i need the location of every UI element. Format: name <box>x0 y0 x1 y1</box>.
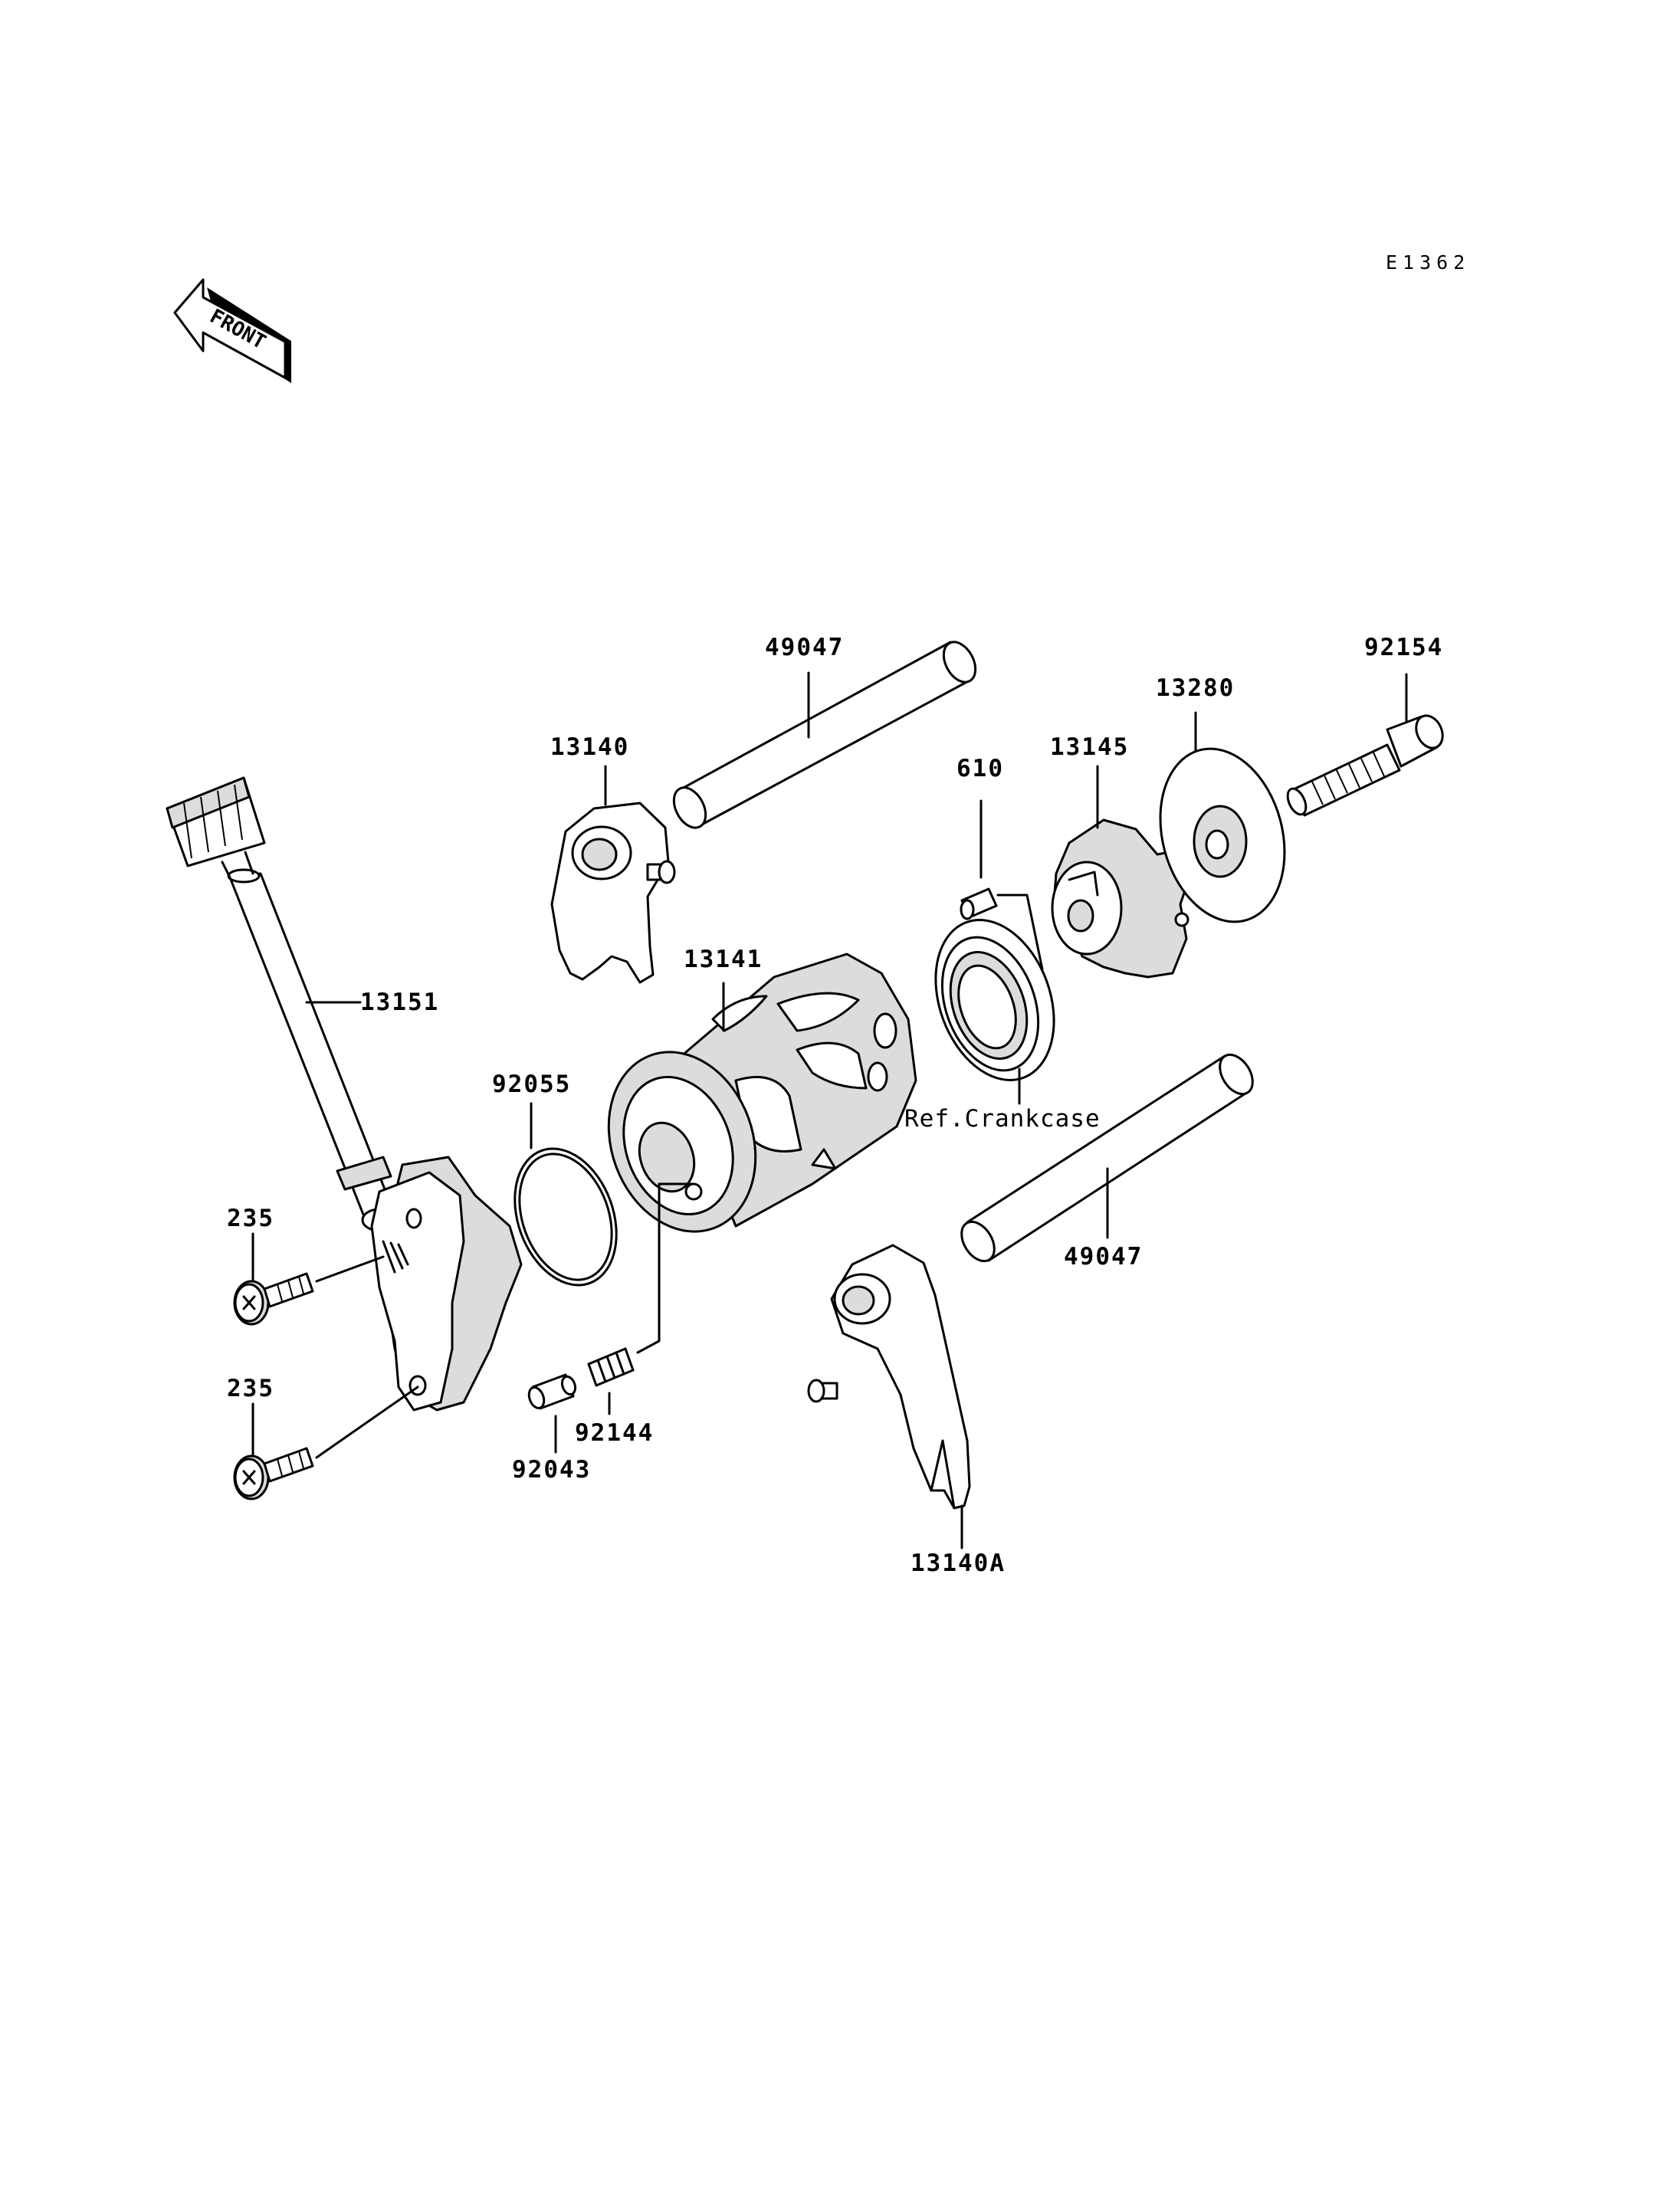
ref-crankcase-label: Ref.Crankcase <box>904 1105 1101 1133</box>
gear-position-sensor <box>166 776 523 1412</box>
label-fork-upper: 13140 <box>550 733 629 761</box>
label-rod-lower: 49047 <box>1064 1243 1143 1271</box>
crankcase-bearing <box>934 919 1055 1081</box>
label-pin: 610 <box>956 755 1004 782</box>
label-pin-small: 92043 <box>512 1456 591 1484</box>
shift-drum <box>607 953 917 1233</box>
shift-fork-upper <box>550 802 676 984</box>
label-rod-upper: 49047 <box>765 634 844 661</box>
label-bolt-main: 92154 <box>1364 634 1443 661</box>
shift-drum-cam <box>1051 818 1191 979</box>
o-ring <box>514 1147 618 1287</box>
shaft-rod-upper <box>672 641 977 829</box>
screw-lower <box>233 1447 314 1500</box>
label-fork-lower: 13140A <box>911 1549 1006 1577</box>
detent-pin <box>527 1373 577 1410</box>
label-spring: 92144 <box>575 1419 654 1447</box>
label-drum: 13141 <box>684 946 763 973</box>
diagram-code: E1362 <box>1386 251 1470 274</box>
screw-upper <box>233 1272 314 1326</box>
label-screw-upper: 235 <box>227 1205 274 1232</box>
label-oring: 92055 <box>492 1071 571 1098</box>
bolt-main <box>1286 714 1444 817</box>
front-arrow-icon: FRONT <box>173 278 291 383</box>
detent-spring <box>587 1347 635 1387</box>
label-sensor: 13151 <box>360 989 439 1016</box>
shift-plate <box>1159 747 1286 923</box>
dowel-pin <box>960 887 998 920</box>
label-screw-lower: 235 <box>227 1375 274 1402</box>
label-star-cam: 13145 <box>1050 733 1129 761</box>
shaft-rod-lower <box>960 1053 1254 1263</box>
label-plate: 13280 <box>1156 674 1235 702</box>
shift-fork-lower <box>807 1244 971 1510</box>
